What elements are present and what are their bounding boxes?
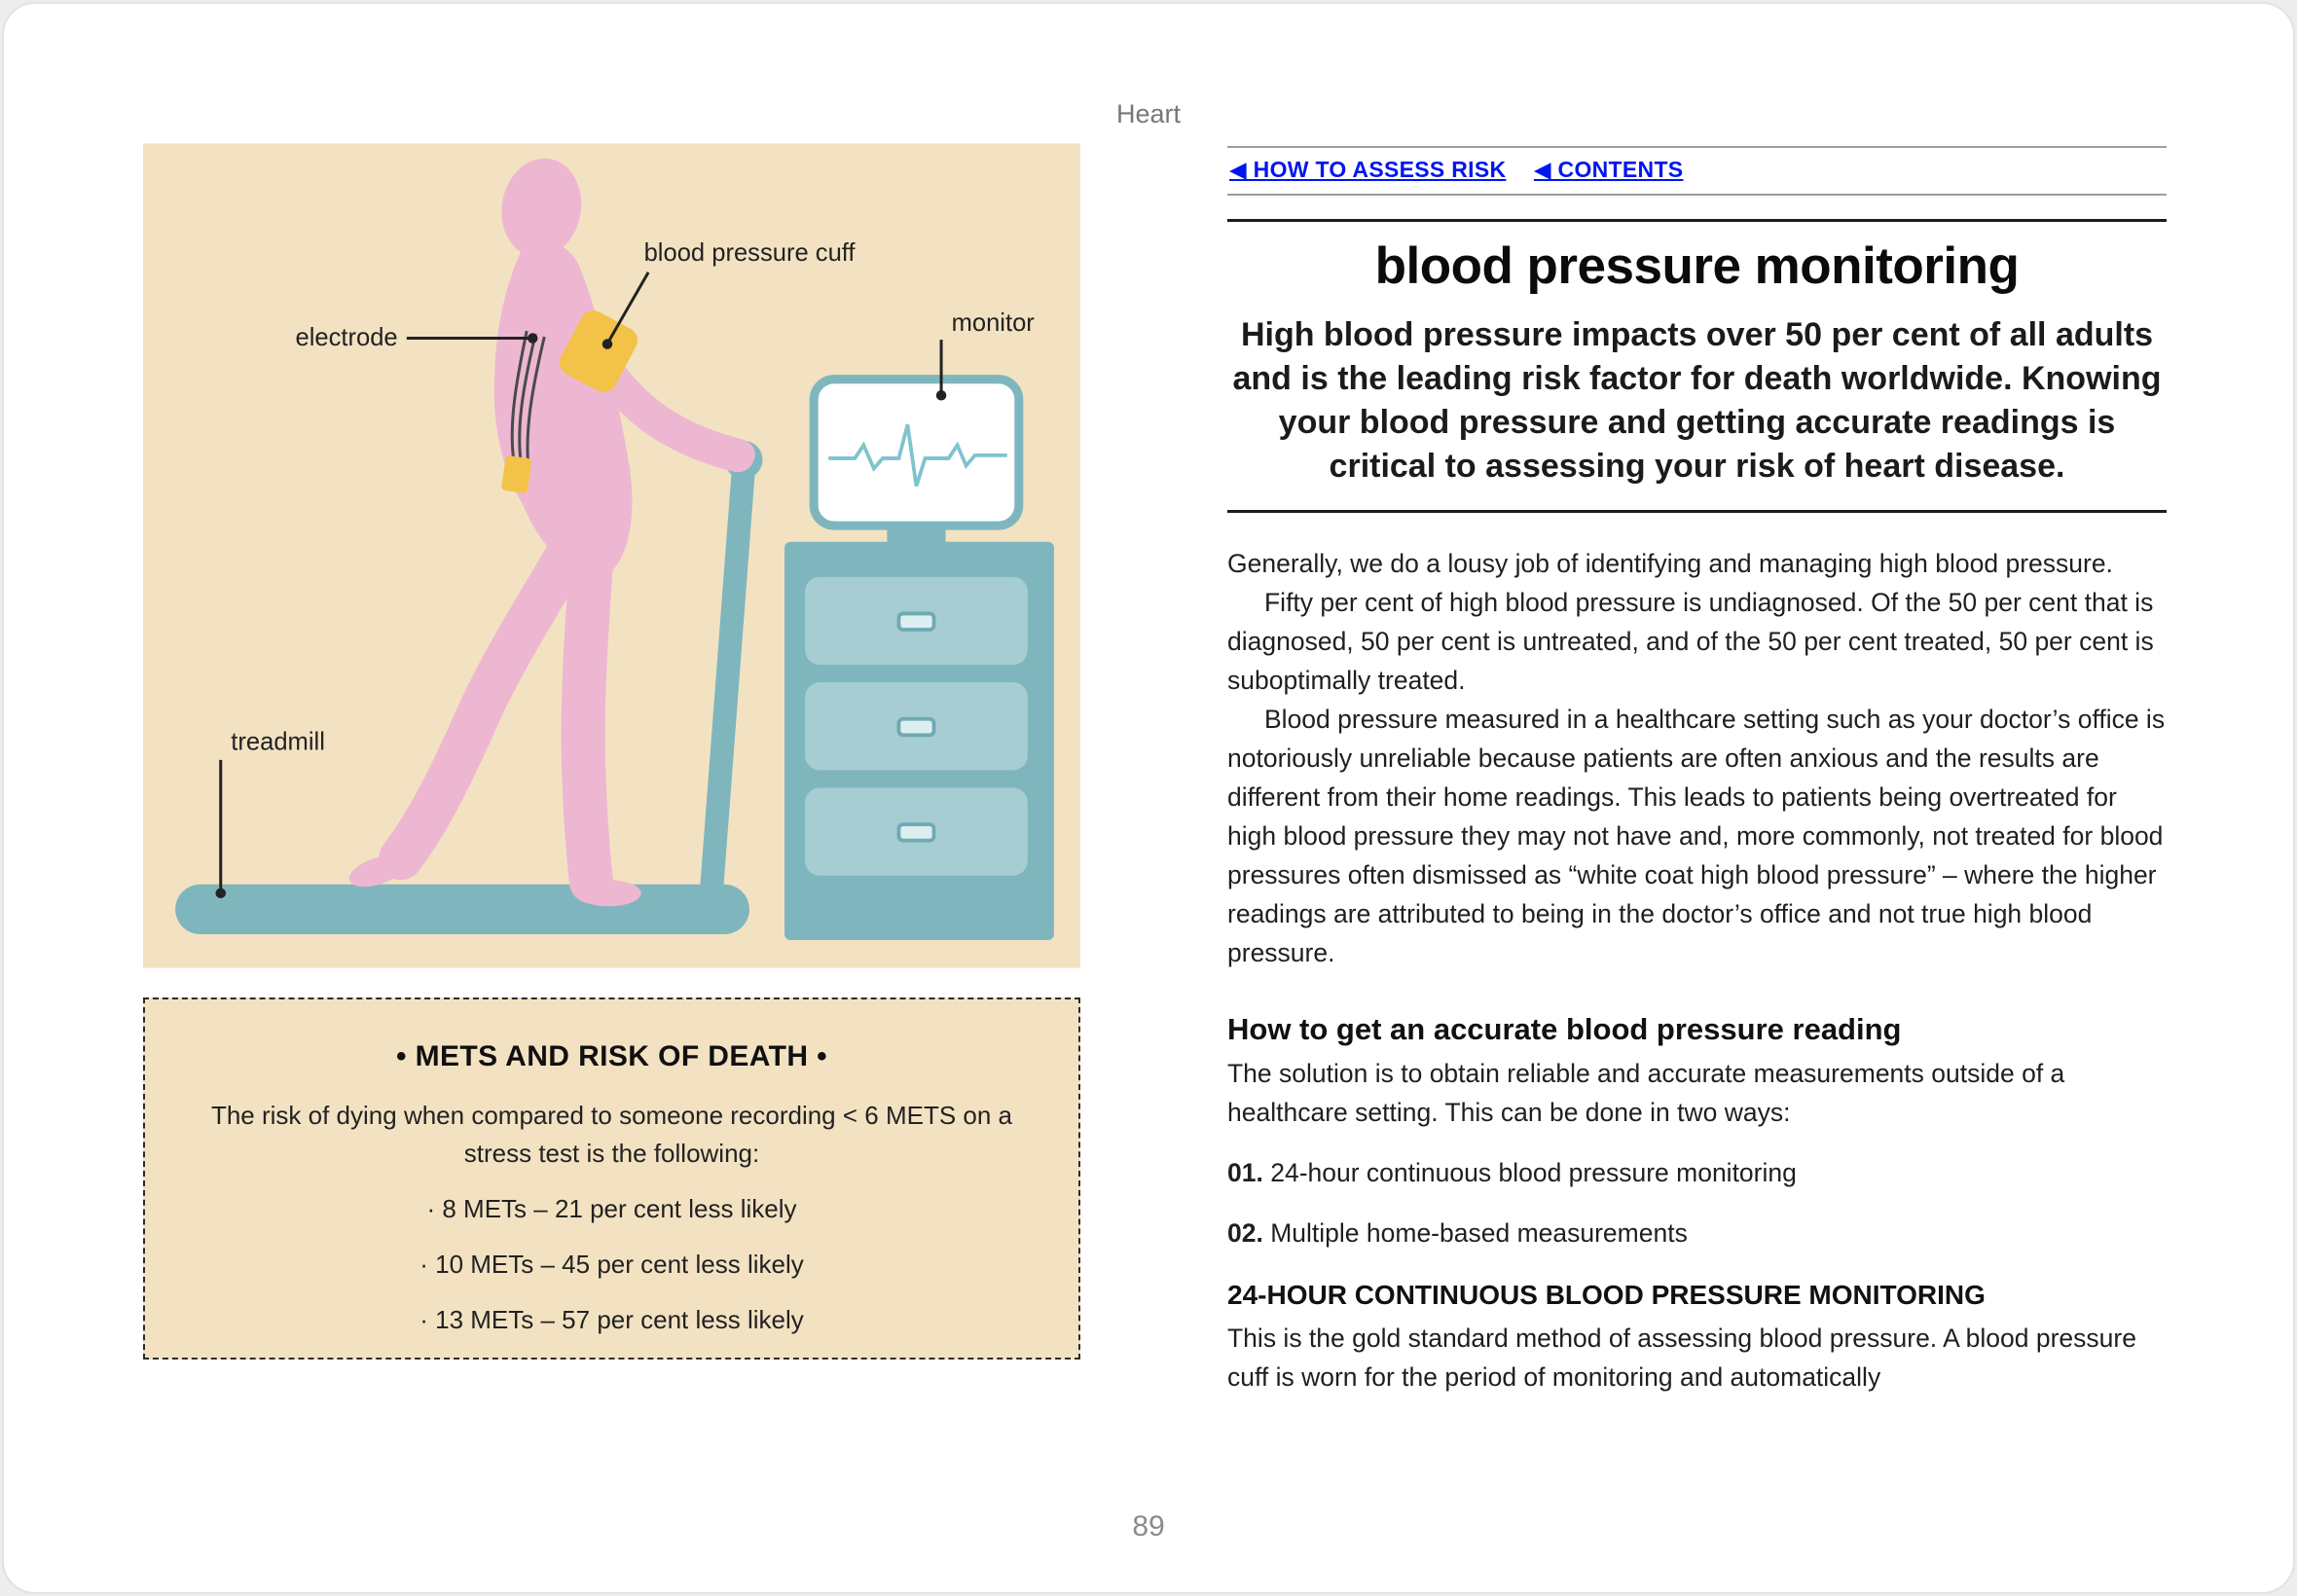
article-column: ◀ HOW TO ASSESS RISK ◀ CONTENTS blood pr…	[1227, 4, 2167, 1396]
page-number: 89	[1132, 1510, 1165, 1542]
label-monitor: monitor	[952, 309, 1036, 337]
person-head	[501, 158, 582, 258]
running-header: Heart	[1115, 99, 1182, 128]
electrode-wire	[510, 330, 529, 460]
ecg-monitor-screen	[809, 375, 1024, 530]
way-text: 24-hour continuous blood pressure monito…	[1270, 1158, 1797, 1187]
way-text: Multiple home-based measurements	[1270, 1218, 1688, 1248]
nav-top-rule	[1227, 146, 2167, 148]
mets-box-intro: The risk of dying when compared to someo…	[210, 1101, 1013, 1168]
way-item-2: 02. Multiple home-based measurements	[1227, 1214, 2167, 1252]
label-treadmill: treadmill	[231, 728, 325, 755]
article-lead: High blood pressure impacts over 50 per …	[1232, 316, 2162, 485]
mets-risk-box: • METS AND RISK OF DEATH • The risk of d…	[143, 998, 1080, 1360]
electrode-device	[501, 455, 532, 493]
monitor-cabinet	[784, 497, 1054, 940]
paragraph: Generally, we do a lousy job of identify…	[1227, 549, 2113, 578]
drawer-handles	[896, 611, 936, 843]
mets-box-title: • METS AND RISK OF DEATH •	[395, 1040, 828, 1072]
nav-how-to-assess-risk-link[interactable]: ◀ HOW TO ASSESS RISK	[1229, 157, 1507, 182]
section-body: The solution is to obtain reliable and a…	[1227, 1059, 2065, 1127]
lead-bottom-rule	[1227, 510, 2167, 513]
page-title: blood pressure monitoring	[1374, 237, 2020, 295]
way-number: 01.	[1227, 1158, 1263, 1187]
paragraph: Blood pressure measured in a healthcare …	[1227, 705, 2166, 967]
nav-bottom-rule	[1227, 194, 2167, 196]
paragraph: Fifty per cent of high blood pressure is…	[1227, 588, 2154, 695]
electrode-wire	[526, 336, 546, 466]
section-heading-accurate-reading: How to get an accurate blood pressure re…	[1227, 1012, 1902, 1046]
illustration-svg: blood pressure cuff electrode monitor tr…	[143, 143, 1080, 968]
label-blood-pressure-cuff: blood pressure cuff	[644, 239, 857, 267]
treadmill-stress-test-illustration: blood pressure cuff electrode monitor tr…	[143, 143, 1080, 968]
way-item-1: 01. 24-hour continuous blood pressure mo…	[1227, 1153, 2167, 1192]
person-figure	[348, 158, 755, 907]
person-hand	[719, 439, 755, 469]
nav-contents-link[interactable]: ◀ CONTENTS	[1533, 157, 1684, 182]
section-body: This is the gold standard method of asse…	[1227, 1324, 2136, 1392]
section-heading-24-hour-monitoring: 24-HOUR CONTINUOUS BLOOD PRESSURE MONITO…	[1227, 1280, 1986, 1310]
way-number: 02.	[1227, 1218, 1263, 1248]
illustration-labels: blood pressure cuff electrode monitor tr…	[215, 239, 1036, 899]
ecg-trace	[828, 423, 1007, 488]
title-top-rule	[1227, 219, 2167, 222]
mets-item: · 10 METs – 45 per cent less likely	[419, 1250, 804, 1279]
electrode-wire	[518, 333, 537, 463]
mets-item: · 13 METs – 57 per cent less likely	[419, 1305, 804, 1334]
label-electrode: electrode	[295, 324, 397, 351]
nav-links: ◀ HOW TO ASSESS RISK ◀ CONTENTS	[1227, 148, 2167, 194]
article-body: Generally, we do a lousy job of identify…	[1227, 544, 2167, 972]
mets-item: · 8 METs – 21 per cent less likely	[426, 1194, 797, 1223]
blood-pressure-cuff-shape	[559, 310, 638, 393]
